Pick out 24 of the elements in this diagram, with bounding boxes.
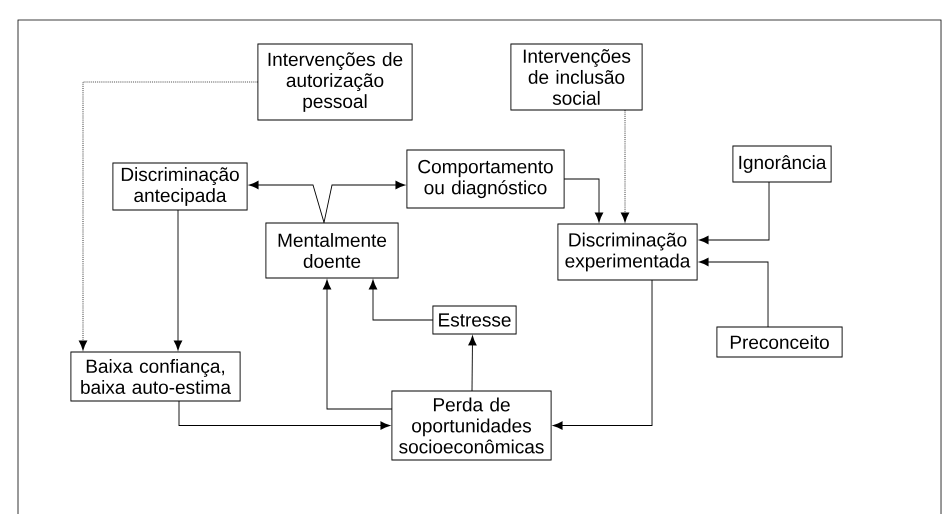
arrow [178, 401, 390, 430]
arrow [620, 110, 630, 222]
arrow [468, 336, 477, 391]
arrow [698, 258, 768, 327]
arrow [322, 280, 392, 410]
process-box: Estresse [432, 306, 517, 334]
process-box: Discriminação experimentada [557, 224, 698, 280]
process-box: Ignorância [732, 146, 832, 182]
process-box: Perda de oportunidades socioeconômicas [391, 390, 552, 460]
arrow [78, 82, 258, 350]
arrow [552, 280, 652, 430]
process-box: Comportamento ou diagnóstico [406, 150, 565, 208]
process-box: Preconceito [716, 326, 843, 358]
arrow [248, 180, 324, 223]
process-box: Baixa confiança, baixa auto-estima [70, 352, 241, 402]
process-box: Intervenções de inclusão social [510, 44, 643, 110]
arrow [368, 280, 433, 320]
process-box: Discriminação antecipada [112, 162, 248, 210]
arrow [174, 210, 182, 350]
process-box: Mentalmente doente [265, 222, 399, 278]
arrow [324, 180, 406, 223]
arrow [698, 182, 770, 244]
process-box: Intervenções de autorização pessoal [257, 44, 413, 120]
arrow [564, 178, 604, 222]
